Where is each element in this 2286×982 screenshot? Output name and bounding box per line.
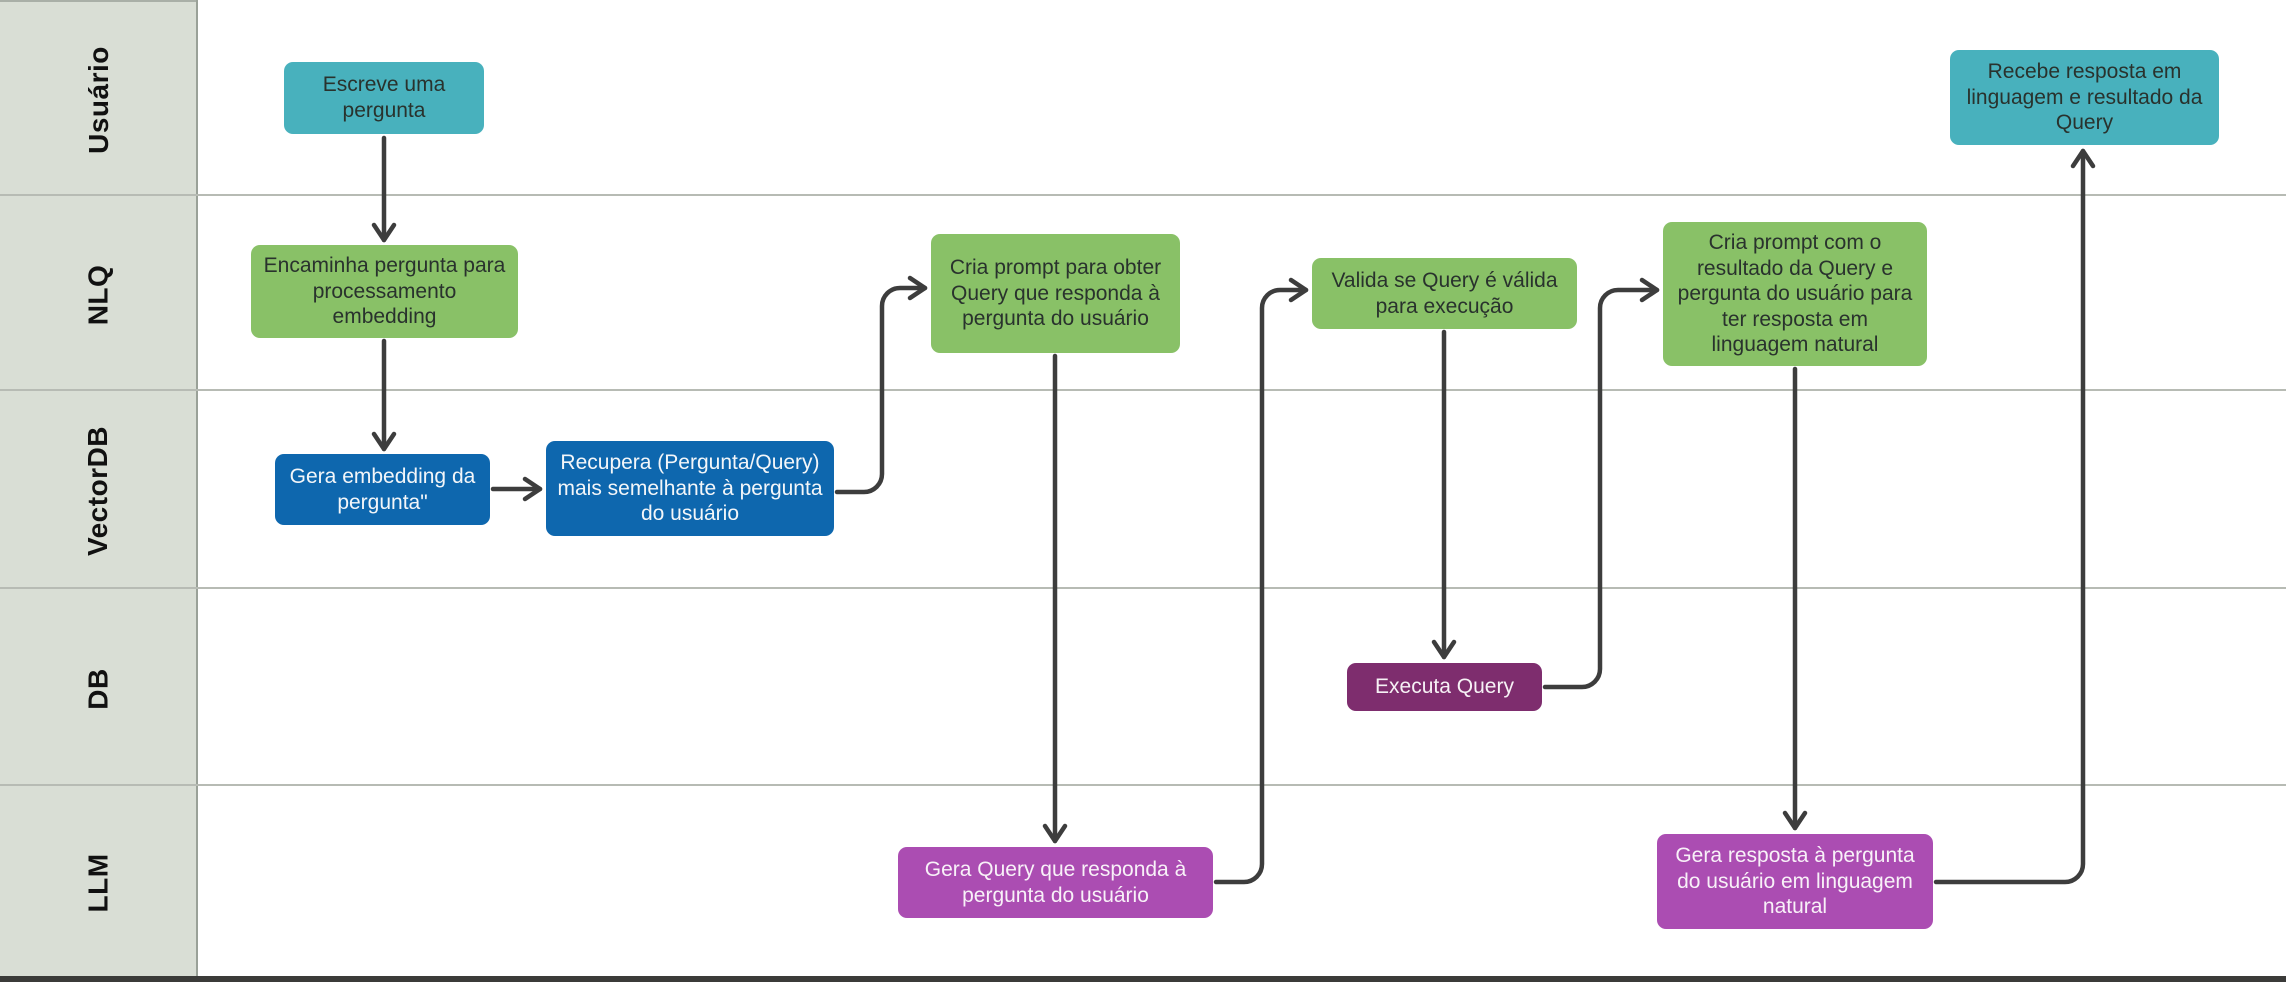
node-executa-query: Executa Query (1347, 663, 1542, 711)
node-recupera-semelhante: Recupera (Pergunta/Query) mais semelhant… (546, 441, 834, 536)
node-cria-prompt-query: Cria prompt para obter Query que respond… (931, 234, 1180, 353)
lane-divider-3 (0, 587, 2286, 589)
node-encaminha-pergunta: Encaminha pergunta para processamento em… (251, 245, 518, 338)
connector-gera-query-to-valida (1213, 277, 1309, 885)
lane-label-db: DB (82, 667, 114, 710)
lane-divider-2 (0, 389, 2286, 391)
lane-vectordb: VectorDB (0, 392, 197, 590)
connector-executa-to-cria-prompt-resposta (1542, 277, 1660, 690)
lane-label-column: Usuário NLQ VectorDB DB LLM (0, 0, 197, 978)
lane-llm: LLM (0, 787, 197, 978)
lane-label-vectordb: VectorDB (82, 425, 114, 557)
node-recebe-resposta: Recebe resposta em linguagem e resultado… (1950, 50, 2219, 145)
lane-divider-1 (0, 194, 2286, 196)
lane-column-border (196, 0, 198, 976)
bottom-border-bar (0, 976, 2286, 982)
node-gera-query: Gera Query que responda à pergunta do us… (898, 847, 1213, 918)
node-escreve-pergunta: Escreve uma pergunta (284, 62, 484, 134)
node-valida-query: Valida se Query é válida para execução (1312, 258, 1577, 329)
lane-db: DB (0, 590, 197, 787)
lane-usuario: Usuário (0, 2, 197, 197)
lane-label-usuario: Usuário (82, 45, 114, 154)
lane-label-nlq: NLQ (82, 264, 114, 325)
node-gera-embedding: Gera embedding da pergunta" (275, 454, 490, 525)
connector-gera-resposta-to-recebe (1933, 148, 2096, 885)
lane-divider-4 (0, 784, 2286, 786)
node-gera-resposta: Gera resposta à pergunta do usuário em l… (1657, 834, 1933, 929)
node-cria-prompt-resposta: Cria prompt com o resultado da Query e p… (1663, 222, 1927, 366)
lane-label-llm: LLM (82, 852, 114, 913)
lane-nlq: NLQ (0, 197, 197, 392)
